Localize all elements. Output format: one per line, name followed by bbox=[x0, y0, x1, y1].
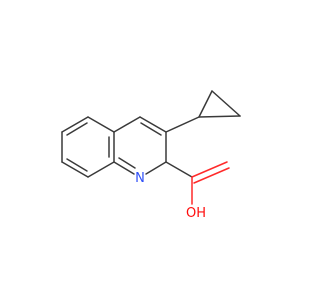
bond bbox=[87, 161, 115, 178]
bond bbox=[61, 116, 89, 133]
nitrogen-atom-label: N bbox=[135, 171, 145, 186]
double-bond-inner bbox=[66, 122, 88, 136]
double-bond-inner bbox=[140, 122, 162, 136]
carbonyl-bond bbox=[193, 167, 230, 184]
pyridine-ring bbox=[113, 116, 167, 175]
bond bbox=[211, 90, 241, 117]
cyclopropyl-group bbox=[165, 90, 241, 133]
double-bond-inner bbox=[118, 157, 136, 169]
hydroxyl-atom-label: OH bbox=[186, 206, 206, 221]
bond bbox=[61, 161, 89, 178]
bond bbox=[165, 116, 200, 133]
double-bond-inner bbox=[66, 158, 88, 172]
bond bbox=[87, 116, 115, 133]
bond bbox=[113, 116, 141, 133]
benzo-ring bbox=[61, 116, 115, 178]
bond bbox=[145, 161, 167, 175]
bond bbox=[198, 115, 241, 118]
structure-diagram: N OH bbox=[61, 90, 241, 221]
bond bbox=[139, 116, 167, 133]
carbonyl-bond bbox=[191, 161, 228, 178]
bond bbox=[165, 161, 193, 178]
carboxyl-group bbox=[165, 161, 230, 205]
bond bbox=[198, 90, 213, 118]
bond bbox=[113, 161, 135, 175]
